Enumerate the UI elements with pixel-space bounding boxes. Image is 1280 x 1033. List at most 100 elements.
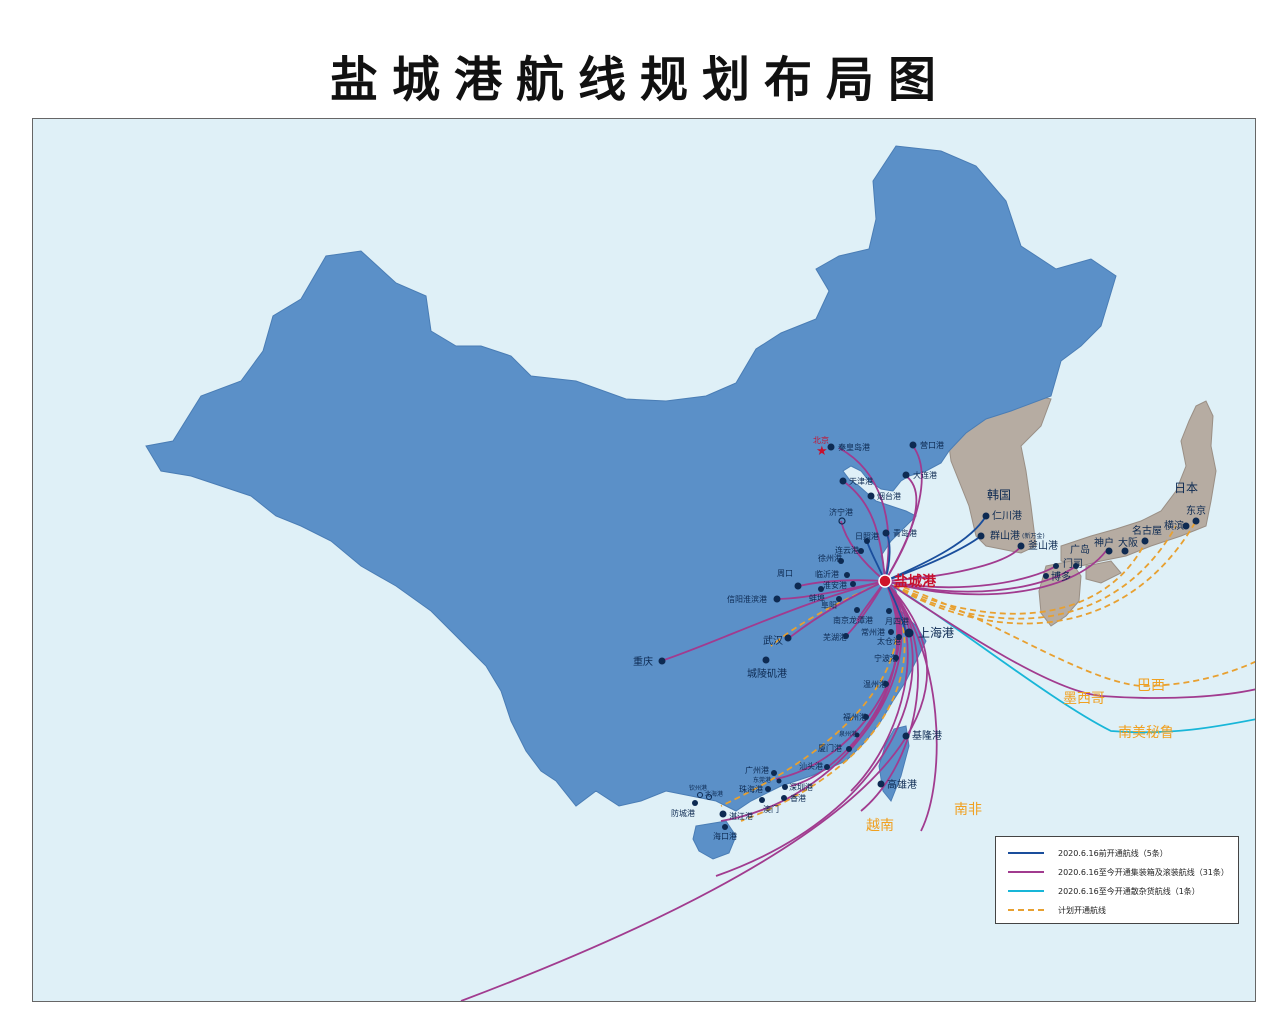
port-point [658, 657, 666, 665]
legend-label: 2020.6.16前开通航线（5条） [1058, 848, 1168, 858]
port-point [1105, 547, 1113, 555]
route-planned-nagoya [884, 540, 1147, 615]
port-label: 上海港 [918, 625, 954, 640]
port-point [858, 548, 864, 554]
dest-label-mexico: 墨西哥 [1063, 691, 1105, 707]
route-planned-brazil [884, 580, 1255, 687]
port-point [759, 797, 765, 803]
port-label: 仁川港 [992, 510, 1022, 522]
port-label: 天津港 [849, 476, 873, 486]
port-label: 香港 [790, 793, 806, 803]
port-label: 门司 [1063, 557, 1083, 570]
route-planned-tokyo [884, 520, 1197, 625]
port-point [854, 607, 860, 613]
map-legend: 2020.6.16前开通航线（5条） 2020.6.16至今开通集装箱及滚装航线… [995, 836, 1239, 924]
hub-label: 盐城港 [894, 573, 937, 590]
port-label: 阜阳 [821, 600, 837, 610]
port-label: 济宁港 [829, 507, 853, 517]
port-point [886, 608, 892, 614]
port-point [888, 629, 894, 635]
port-point [719, 810, 727, 818]
port-label: 日照港 [855, 531, 879, 541]
hainan-land [692, 820, 737, 860]
port-label: 厦门港 [818, 743, 842, 753]
port-point [818, 586, 824, 592]
dest-label-vietnam: 越南 [866, 818, 894, 834]
port-point [1053, 563, 1059, 569]
route-fangcheng [720, 580, 899, 822]
legend-swatch [1008, 871, 1044, 873]
port-label: 群山港 [990, 529, 1020, 542]
legend-swatch [1008, 909, 1044, 911]
port-point [1073, 563, 1079, 569]
port-point [864, 538, 870, 544]
port-label: 基隆港 [912, 729, 942, 742]
route-dalian [884, 475, 918, 582]
port-label: 博多 [1051, 570, 1071, 583]
port-label: 青岛港 [893, 528, 917, 538]
port-point [877, 780, 885, 788]
port-point [1017, 542, 1025, 550]
port-label: 广州港 [745, 765, 769, 775]
port-point [904, 628, 914, 638]
legend-swatch [1008, 852, 1044, 854]
port-point [843, 633, 849, 639]
country-label-japan: 日本 [1174, 481, 1198, 495]
map-frame: 营口港 秦皇岛港 大连港 天津港 烟台港 济宁港 青岛港 日照港 连云港 徐州港… [32, 118, 1256, 1002]
capital-star-icon: ★ [816, 444, 828, 459]
port-label: 南京龙潭港 [833, 615, 873, 625]
port-point [827, 443, 835, 451]
legend-label: 计划开通航线 [1058, 905, 1106, 915]
port-label: 釜山港 [1028, 539, 1058, 552]
port-point [1141, 537, 1149, 545]
port-point [838, 558, 844, 564]
port-label: 横滨 [1164, 519, 1184, 532]
port-label: 蚌埠 [809, 593, 825, 603]
port-label: 深圳港 [789, 782, 813, 792]
port-point [771, 770, 777, 776]
port-label: 信阳淮滨港 [727, 594, 767, 604]
port-point [867, 492, 875, 500]
port-point [1192, 517, 1200, 525]
port-point [782, 784, 788, 790]
country-label-korea: 韩国 [987, 487, 1011, 502]
port-label: 重庆 [633, 655, 653, 668]
port-label: 大阪 [1118, 536, 1138, 549]
port-label: 泉州港 [839, 730, 857, 738]
port-label: 珠海港 [739, 784, 763, 794]
route-safrica [460, 580, 929, 1001]
dest-label-safrica: 南非 [954, 802, 982, 818]
port-point [722, 824, 728, 830]
map-title: 盐城港航线规划布局图 [329, 52, 950, 108]
port-label: 宁波港 [874, 653, 898, 663]
legend-item: 2020.6.16前开通航线（5条） [1008, 846, 1168, 860]
japan-shikoku [1085, 560, 1122, 584]
port-label: 营口港 [920, 440, 944, 450]
port-point [896, 634, 902, 640]
port-point [824, 764, 830, 770]
route-xinyang [776, 580, 886, 600]
route-zhoukou [798, 579, 886, 587]
port-label: 月四港 [885, 616, 909, 626]
port-label: 福州港 [843, 712, 867, 722]
route-map: 营口港 秦皇岛港 大连港 天津港 烟台港 济宁港 青岛港 日照港 连云港 徐州港… [145, 145, 1255, 1001]
port-label: 烟台港 [877, 491, 901, 501]
port-point [776, 778, 782, 784]
route-incheon [884, 515, 987, 582]
port-label: 东莞港 [753, 776, 771, 784]
port-label: 周口 [777, 569, 793, 578]
port-point [909, 441, 917, 449]
port-point [794, 582, 802, 590]
port-point [692, 800, 698, 806]
port-label: 汕头港 [799, 761, 823, 771]
port-label: 连云港 [835, 545, 859, 555]
route-vietnam [715, 580, 914, 877]
port-point [697, 792, 703, 798]
port-point [883, 681, 889, 687]
legend-item: 计划开通航线 [1008, 903, 1106, 917]
legend-label: 2020.6.16至今开通散杂货航线（1条） [1058, 886, 1200, 896]
port-label: 防城港 [671, 808, 695, 818]
port-label: 湛江港 [729, 811, 753, 821]
port-point [1043, 573, 1049, 579]
port-point [893, 655, 899, 661]
